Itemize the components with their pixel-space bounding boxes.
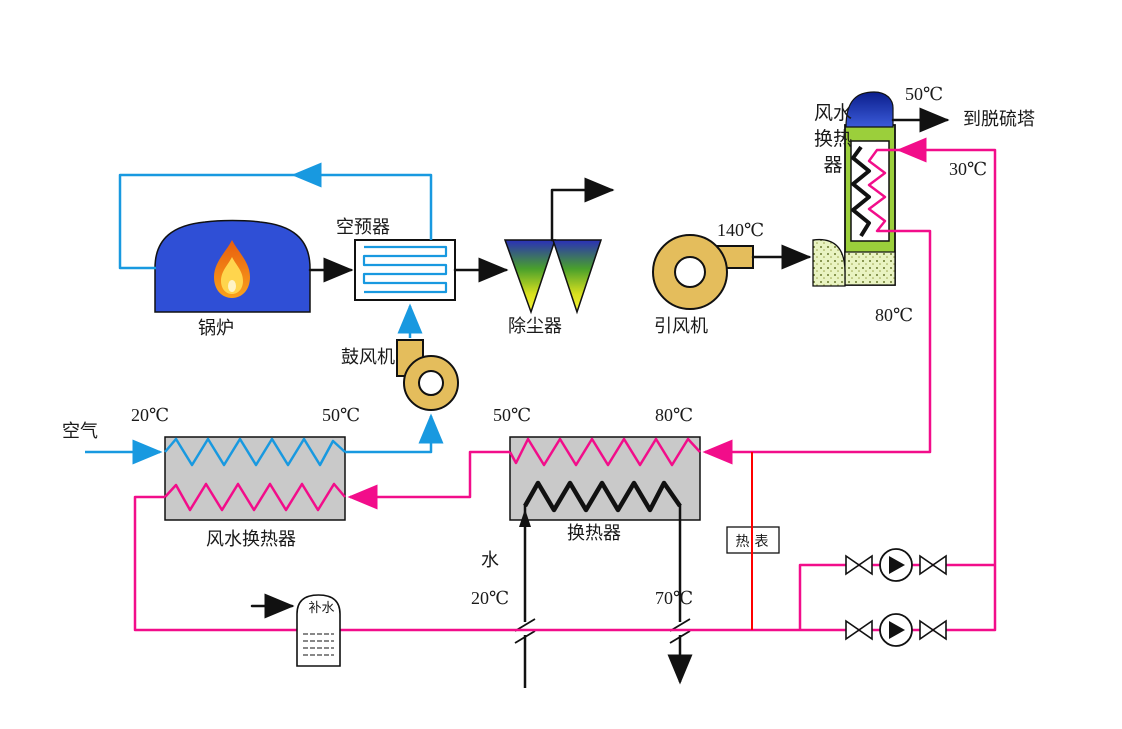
flue-gas-heat-exchanger xyxy=(812,91,899,287)
valve-icon xyxy=(857,619,873,641)
water-outlet-temp: 70℃ xyxy=(655,588,694,608)
induced-draft-fan xyxy=(652,234,754,310)
to-desulfurization-tower-label: 到脱硫塔 xyxy=(963,109,1035,129)
mid-hx-hot-in-temp: 80℃ xyxy=(655,405,694,425)
air-inlet-temp: 20℃ xyxy=(131,405,170,425)
water-inlet-arrow xyxy=(519,509,531,527)
valve-icon xyxy=(845,554,861,576)
induced-draft-fan-label: 引风机 xyxy=(654,316,708,336)
heat-exchanger-label: 换热器 xyxy=(567,523,621,543)
forced-draft-fan-label: 鼓风机 xyxy=(341,347,395,367)
line-break-symbols xyxy=(514,618,691,644)
hot-water-lines xyxy=(133,137,997,632)
mid-hx-hot-out-temp: 50℃ xyxy=(493,405,532,425)
valve-icon xyxy=(845,619,861,641)
valve-icon xyxy=(919,554,935,576)
pump-valve-assembly-lower xyxy=(845,613,947,647)
forced-draft-fan xyxy=(396,339,459,411)
boiler-label: 锅炉 xyxy=(198,318,234,338)
air-outlet-temp: 50℃ xyxy=(322,405,361,425)
valve-icon xyxy=(931,554,947,576)
dust-collector-label: 除尘器 xyxy=(508,316,562,336)
heat-exchanger-box xyxy=(509,436,701,521)
valve-icon xyxy=(857,554,873,576)
flue-gas-ducts xyxy=(250,107,950,619)
valve-icon xyxy=(919,619,935,641)
air-ducts xyxy=(85,162,444,467)
air-water-hx-label: 风水换热器 xyxy=(206,529,296,549)
boiler xyxy=(154,219,311,313)
pump-valve-assembly-upper xyxy=(845,548,947,582)
dust-collector xyxy=(503,239,603,315)
air-label: 空气 xyxy=(62,421,98,441)
makeup-water-label: 补水 xyxy=(308,600,335,615)
water-lines xyxy=(523,480,693,688)
stack-elbow xyxy=(845,91,894,128)
air-preheater-label: 空预器 xyxy=(336,217,390,237)
water-inlet-temp: 20℃ xyxy=(471,588,510,608)
makeup-water-tank xyxy=(296,594,341,667)
flue-gas-hx-label: 风水 换热 器 xyxy=(813,103,852,176)
valve-icon xyxy=(931,619,947,641)
air-preheater xyxy=(354,239,456,301)
id-fan-outlet-temp: 140℃ xyxy=(717,220,765,240)
flue-inlet-elbow xyxy=(812,238,846,287)
hx-hot-outlet-temp: 80℃ xyxy=(875,305,914,325)
stack-outlet-temp: 50℃ xyxy=(905,84,944,104)
hx-return-inlet-temp: 30℃ xyxy=(949,159,988,179)
heat-meter-label: 热表 xyxy=(735,535,774,550)
water-label: 水 xyxy=(481,550,499,570)
